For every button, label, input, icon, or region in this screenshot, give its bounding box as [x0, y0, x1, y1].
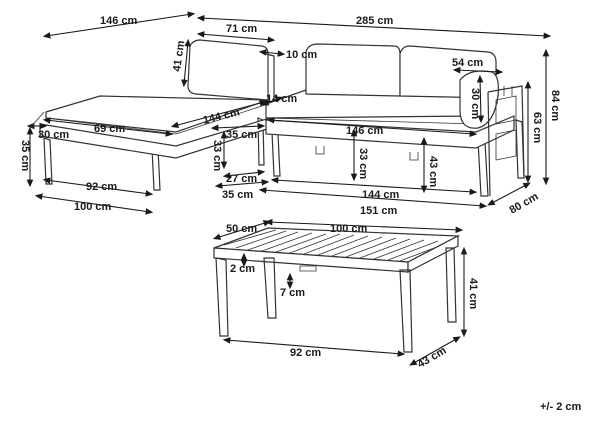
dim-label-frame-height: 35 cm [19, 140, 31, 171]
dim-label-gap-depth: 27 cm [226, 173, 257, 185]
dim-label-sofa-back-height: 63 cm [531, 112, 543, 143]
dim-label-sofa-depth: 80 cm [508, 191, 541, 217]
dim-label-table-depth: 50 cm [226, 223, 257, 235]
table-illustration [213, 227, 461, 353]
dim-label-sofa-length: 151 cm [360, 205, 398, 217]
dim-label-lounger-length: 146 cm [100, 15, 138, 27]
dim-label-seat-height-left: 33 cm [211, 140, 223, 171]
dim-label-set-length: 285 cm [356, 15, 394, 27]
dim-label-sofa-length-inner: 144 cm [362, 189, 400, 201]
dim-label-pillow-height: 30 cm [469, 88, 481, 119]
dim-label-table-leg-span: 92 cm [290, 347, 321, 359]
dim-label-armrest-width: 10 cm [286, 49, 317, 61]
dim-label-sofa-total-height: 84 cm [549, 90, 561, 121]
dim-label-lounger-width: 100 cm [74, 201, 112, 213]
dim-label-lounger-base-length: 92 cm [86, 181, 117, 193]
dim-label-pillow-width: 54 cm [452, 57, 483, 69]
dim-label-backrest-width: 71 cm [226, 23, 257, 35]
dim-label-sofa-seat-height: 33 cm [357, 148, 369, 179]
dim-label-seat-depth: 69 cm [94, 123, 125, 135]
dim-label-table-height: 41 cm [467, 278, 479, 309]
dim-label-sofa-seat-length: 146 cm [346, 125, 384, 137]
dim-label-table-top-thickness: 2 cm [230, 263, 255, 275]
sofa-illustration [265, 43, 525, 197]
dim-label-inner-side-depth: 35 cm [222, 189, 253, 201]
dim-label-small: 14 cm [266, 93, 297, 105]
dim-label-table-leg-depth: 43 cm [416, 345, 449, 371]
dim-label-backrest-cushion-depth: 30 cm [38, 129, 69, 141]
dim-label-table-apron: 7 cm [280, 287, 305, 299]
dim-label-side-cushion-depth: 35 cm [226, 129, 257, 141]
dim-label-table-length: 100 cm [330, 223, 368, 235]
dim-label-back-height: 41 cm [171, 40, 187, 73]
tolerance-note: +/- 2 cm [540, 401, 581, 413]
dim-label-sofa-frame-height: 43 cm [427, 156, 439, 187]
